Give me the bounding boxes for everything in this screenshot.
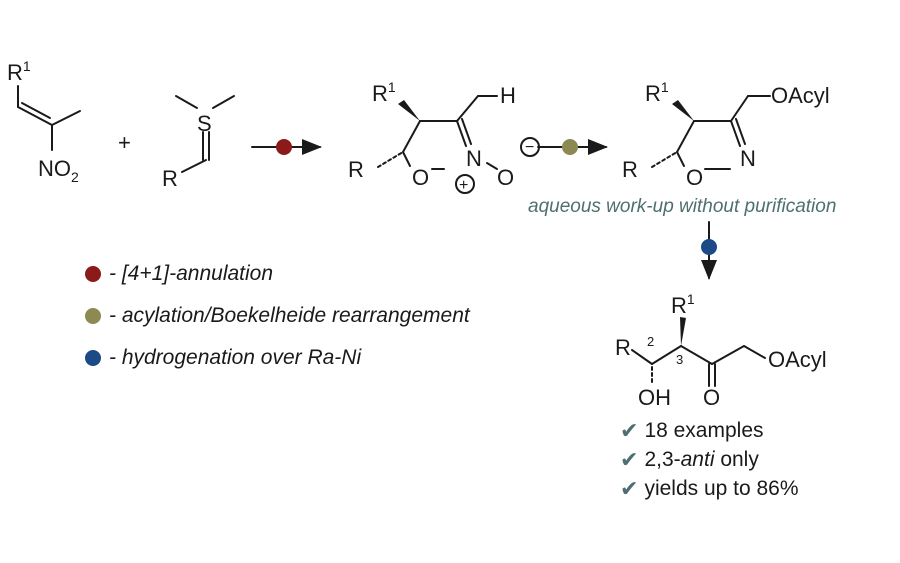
stereo-suffix: only [714, 447, 759, 471]
result-yields: ✔ yields up to 86% [620, 474, 799, 503]
intermediate-r-label: R [348, 157, 364, 182]
hydrogenation-dot [85, 350, 101, 366]
isoxazoline-r-label: R [622, 157, 638, 182]
nitroalkene-structure: R1 NO2 [7, 58, 81, 185]
legend-label-acylation: - acylation/Boekelheide rearrangement [109, 304, 470, 327]
legend-item-acylation: - acylation/Boekelheide rearrangement [85, 304, 470, 328]
hydroxy-ketone-structure: R 2 3 R1 OH O OAcyl [615, 291, 827, 410]
product-oacyl-label: OAcyl [768, 347, 827, 372]
results-summary: ✔ 18 examples ✔ 2,3-anti only ✔ yields u… [620, 416, 799, 503]
negative-charge: − [525, 139, 534, 156]
plus-sign: + [118, 130, 131, 155]
isoxazoline-n-oxide-structure: R1 H N O O R + − [348, 79, 540, 194]
legend-item-annulation: - [4+1]-annulation [85, 262, 273, 286]
result-yields-text: yields up to 86% [644, 476, 799, 500]
isoxazoline-oxygen-label: O [686, 165, 703, 190]
acylation-dot [85, 308, 101, 324]
legend-label-annulation: - [4+1]-annulation [109, 262, 274, 285]
nitro-group-label: NO2 [38, 156, 79, 185]
ketone-oxygen-label: O [703, 385, 720, 410]
sulfur-label: S [197, 111, 212, 136]
result-examples-text: 18 examples [644, 418, 764, 442]
isoxazoline-nitrogen-label: N [740, 146, 756, 171]
nitroalkene-r1-label: R1 [7, 58, 31, 85]
annulation-step-marker [276, 139, 292, 155]
result-examples: ✔ 18 examples [620, 416, 799, 445]
legend-label-hydrogenation: - hydrogenation over Ra-Ni [109, 346, 362, 369]
isoxazoline-r1-label: R1 [645, 79, 669, 106]
intermediate-r1-label: R1 [372, 79, 396, 106]
sulfur-ylide-structure: S R [162, 95, 235, 191]
acylation-step-marker [562, 139, 578, 155]
intermediate-oxide-oxygen-label: O [497, 165, 514, 190]
workup-note: aqueous work-up without purification [528, 196, 837, 217]
check-icon: ✔ [620, 475, 639, 501]
stereo-prefix: 2,3- [644, 447, 681, 471]
result-stereoselectivity: ✔ 2,3-anti only [620, 445, 799, 474]
positive-charge: + [459, 177, 468, 194]
locant-3: 3 [676, 352, 683, 367]
hydrogen-label: H [500, 83, 516, 108]
intermediate-ring-oxygen-label: O [412, 165, 429, 190]
locant-2: 2 [647, 334, 654, 349]
legend-item-hydrogenation: - hydrogenation over Ra-Ni [85, 346, 361, 370]
ylide-r-label: R [162, 166, 178, 191]
product-r-label: R [615, 335, 631, 360]
hydroxyl-label: OH [638, 385, 671, 410]
check-icon: ✔ [620, 446, 639, 472]
intermediate-nitrogen-label: N [466, 146, 482, 171]
positive-charge-circle [455, 174, 475, 194]
isoxazoline-structure: R1 OAcyl N O R [622, 79, 830, 190]
product-r1-label: R1 [671, 291, 695, 318]
stereo-italic: anti [680, 447, 715, 471]
annulation-dot [85, 266, 101, 282]
hydrogenation-step-marker [701, 239, 717, 255]
check-icon: ✔ [620, 417, 639, 443]
isoxazoline-oacyl-label: OAcyl [771, 83, 830, 108]
